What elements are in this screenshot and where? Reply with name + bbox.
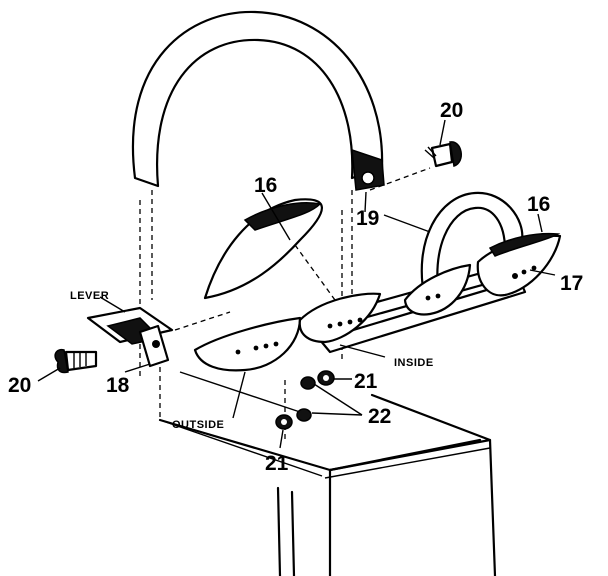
callout-21-upper: 21 <box>354 370 378 393</box>
callout-16-right: 16 <box>527 193 550 216</box>
lever-bracket <box>86 306 174 368</box>
callout-16-left: 16 <box>254 174 277 197</box>
label-outside: OUTSIDE <box>172 419 224 431</box>
leader-lines <box>37 119 556 449</box>
heel-pad-left <box>203 198 323 300</box>
callout-19: 19 <box>356 207 379 230</box>
label-lever: LEVER <box>70 290 109 302</box>
screw-20-top <box>424 141 462 168</box>
callout-18: 18 <box>106 374 130 397</box>
footrest-frame <box>193 232 562 372</box>
callout-20-left: 20 <box>8 374 31 397</box>
callout-20-top: 20 <box>440 99 463 122</box>
label-inside: INSIDE <box>394 357 434 369</box>
table-base <box>158 371 497 576</box>
callout-17: 17 <box>560 272 583 295</box>
washers <box>275 370 335 430</box>
callout-21-lower: 21 <box>265 452 289 475</box>
callout-22: 22 <box>368 405 391 428</box>
screw-20-left <box>54 348 98 374</box>
arch-strap <box>131 10 385 191</box>
assembly-guide-lines <box>139 167 431 440</box>
